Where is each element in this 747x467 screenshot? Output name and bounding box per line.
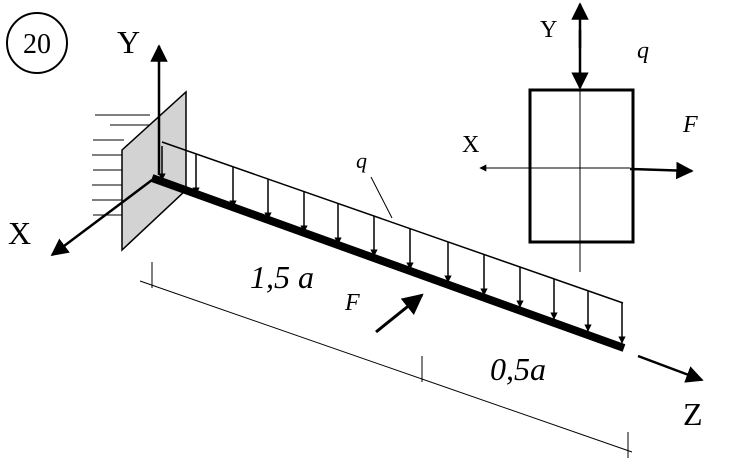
- cross-section-f-label: F: [682, 112, 698, 138]
- segment-2-length: 0,5a: [490, 351, 546, 387]
- cross-section: Y X q F: [462, 2, 698, 272]
- problem-number: 20: [23, 29, 51, 60]
- z-axis-label: Z: [683, 396, 703, 432]
- problem-number-badge: 20: [6, 12, 68, 74]
- force-f-arrow: [375, 293, 424, 334]
- cross-section-y-label: Y: [540, 17, 557, 43]
- segment-1-length: 1,5 a: [250, 259, 314, 295]
- fixed-support-plate: [121, 90, 187, 252]
- beam: [150, 174, 626, 352]
- dimension-lines: [139, 262, 633, 458]
- force-f-label: F: [344, 290, 360, 316]
- y-axis-label: Y: [117, 24, 140, 60]
- wall-hatching: [92, 114, 150, 216]
- cross-section-q-label: q: [637, 38, 649, 64]
- x-axis-arrow: [50, 179, 153, 257]
- distributed-load-arrows: [158, 146, 626, 344]
- cross-section-f-arrow: [629, 161, 694, 180]
- distributed-load-envelope: [161, 141, 624, 304]
- q-leader-line: [370, 176, 393, 219]
- cross-section-x-label: X: [462, 132, 479, 158]
- x-axis-label: X: [8, 215, 31, 251]
- z-axis-arrow: [637, 354, 704, 383]
- cross-section-rectangle: [528, 88, 635, 244]
- distributed-load-label: q: [356, 148, 367, 173]
